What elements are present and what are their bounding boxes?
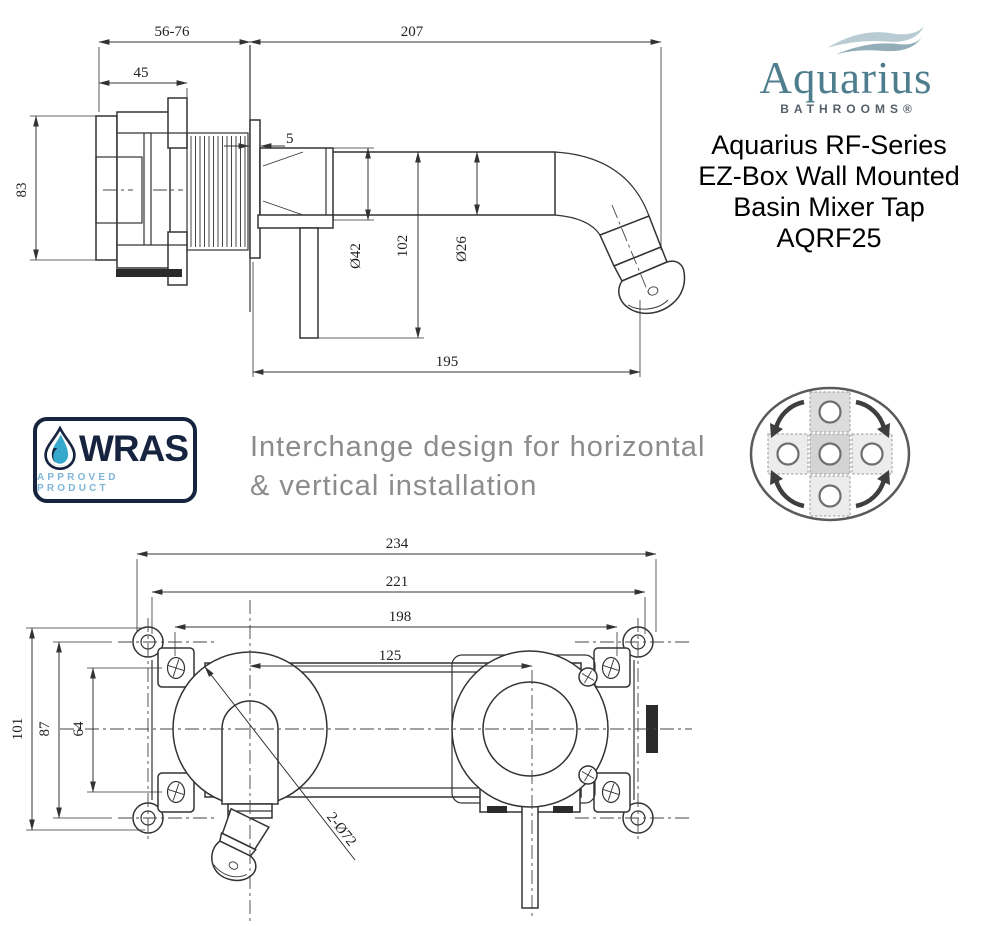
wall-and-flange — [249, 45, 261, 312]
wras-approved-badge: WRAS APPROVED PRODUCT — [33, 417, 197, 503]
dim-wall-depth: 56-76 — [155, 24, 190, 40]
front-view-drawing: 234 221 198 125 101 87 64 2-Ø72 — [10, 536, 692, 922]
aquarius-wave-icon — [827, 26, 925, 55]
interchange-rotation-icon — [749, 386, 911, 522]
dim-hole-centres: 125 — [379, 648, 402, 664]
dim-spout-diameter: Ø26 — [454, 236, 470, 262]
dim-total-length: 207 — [401, 24, 424, 40]
product-title-line: EZ-Box Wall Mounted — [698, 161, 960, 191]
side-view-dimensions: 56-76 207 45 5 83 Ø42 102 Ø26 195 — [14, 24, 662, 377]
dim-overall-height: 101 — [10, 718, 26, 741]
front-view-dimensions: 234 221 198 125 101 87 64 2-Ø72 — [10, 536, 657, 861]
mixer-escutcheon — [451, 650, 609, 909]
dim-bracket-width: 221 — [386, 574, 409, 590]
rotation-arrows — [773, 399, 887, 509]
dim-bracket-height: 87 — [37, 721, 53, 737]
dim-box-height: 83 — [14, 183, 30, 198]
feature-note: Interchange design for horizontal & vert… — [250, 428, 750, 506]
side-view-drawing: 56-76 207 45 5 83 Ø42 102 Ø26 195 — [14, 24, 686, 377]
spout-side — [257, 147, 686, 339]
wras-drop-icon — [44, 426, 76, 470]
dim-plate-height: 64 — [71, 721, 87, 737]
brand-wordmark: Aquarius — [759, 53, 933, 103]
centerlines — [60, 600, 692, 922]
product-title: Aquarius RF-Series EZ-Box Wall Mounted B… — [668, 130, 990, 254]
dim-box-width: 45 — [134, 65, 149, 81]
threaded-sleeve — [186, 132, 249, 251]
dim-trim-diameter: Ø42 — [348, 243, 364, 269]
feature-note-line1: Interchange design for horizontal — [250, 431, 706, 463]
dim-overall-width: 234 — [386, 536, 409, 552]
mounting-bracket-right — [593, 626, 658, 834]
wras-name: WRAS — [78, 427, 189, 469]
wras-subtitle: APPROVED PRODUCT — [37, 472, 119, 494]
spout-tip-front — [211, 807, 270, 882]
feature-note-line2: & vertical installation — [250, 470, 538, 502]
product-title-line: AQRF25 — [776, 223, 882, 253]
dim-flange-thickness: 5 — [286, 131, 294, 147]
brand-tagline: BATHROOMS® — [780, 102, 917, 116]
product-title-line: Aquarius RF-Series — [711, 130, 947, 160]
dim-drop-height: 102 — [395, 235, 411, 258]
dim-spout-reach: 195 — [436, 354, 459, 370]
dim-plate-width: 198 — [389, 609, 412, 625]
mounting-bracket-left — [132, 626, 195, 834]
dim-hole-diameters: 2-Ø72 — [323, 810, 359, 850]
ez-box-side — [95, 97, 188, 286]
brand-logo: Aquarius BATHROOMS® — [700, 24, 991, 116]
product-title-line: Basin Mixer Tap — [733, 192, 925, 222]
